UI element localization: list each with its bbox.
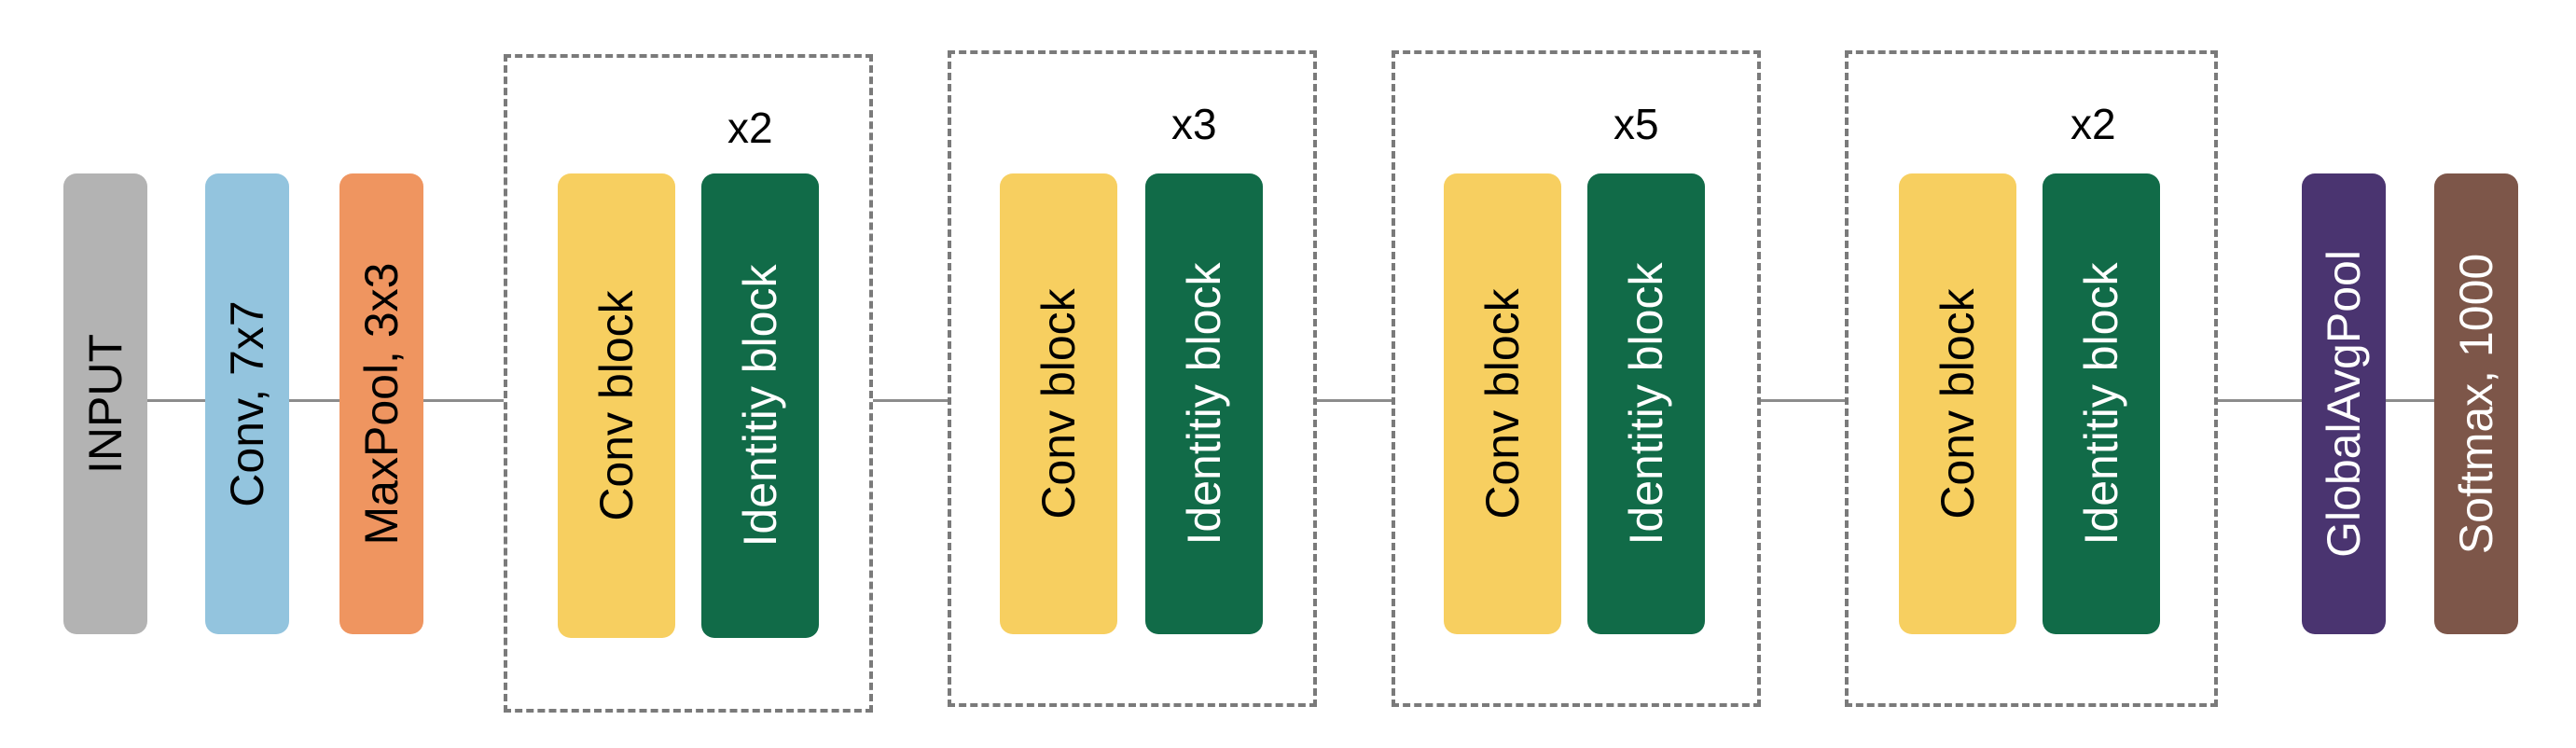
stage-group-4 <box>1845 50 2218 707</box>
stage-group-3 <box>1392 50 1761 707</box>
stage-1-conv-block: Conv block <box>558 173 675 638</box>
connector-input-conv <box>147 399 207 402</box>
stage-2-repeat-count: x3 <box>1171 100 1217 148</box>
stage-2-conv-block-label: Conv block <box>1032 288 1085 519</box>
globalavgpool-layer-label: GlobalAvgPool <box>2318 250 2370 558</box>
stage-4-identity-block: Identitiy block <box>2043 173 2160 634</box>
stage-4-repeat-count: x2 <box>2070 100 2116 148</box>
stage-4-conv-block: Conv block <box>1899 173 2016 634</box>
conv7x7-layer: Conv, 7x7 <box>205 173 289 634</box>
maxpool-layer-label: MaxPool, 3x3 <box>355 262 408 546</box>
connector-group1-group2 <box>873 399 948 402</box>
stage-2-identity-block-label: Identitiy block <box>1178 262 1230 546</box>
softmax-layer: Softmax, 1000 <box>2434 173 2518 634</box>
connector-globalavgpool-softmax <box>2384 399 2434 402</box>
conv7x7-layer-label: Conv, 7x7 <box>221 300 273 507</box>
stage-3-repeat-count: x5 <box>1613 100 1659 148</box>
stage-4-conv-block-label: Conv block <box>1932 288 1984 519</box>
connector-conv-maxpool <box>287 399 339 402</box>
connector-group2-group3 <box>1317 399 1392 402</box>
globalavgpool-layer: GlobalAvgPool <box>2302 173 2386 634</box>
maxpool-layer: MaxPool, 3x3 <box>339 173 423 634</box>
stage-group-2 <box>948 50 1317 707</box>
stage-3-identity-block-label: Identitiy block <box>1620 262 1672 546</box>
stage-1-conv-block-label: Conv block <box>590 290 643 521</box>
connector-group4-globalavgpool <box>2218 399 2302 402</box>
input-layer-label: INPUT <box>79 334 132 474</box>
stage-4-identity-block-label: Identitiy block <box>2075 262 2127 546</box>
stage-1-identity-block-label: Identitiy block <box>734 264 786 547</box>
stage-group-1 <box>504 54 873 713</box>
connector-maxpool-group1 <box>423 399 504 402</box>
stage-2-conv-block: Conv block <box>1000 173 1117 634</box>
stage-1-repeat-count: x2 <box>727 104 773 152</box>
softmax-layer-label: Softmax, 1000 <box>2450 253 2502 555</box>
stage-3-identity-block: Identitiy block <box>1587 173 1705 634</box>
connector-group3-group4 <box>1761 399 1845 402</box>
stage-1-identity-block: Identitiy block <box>701 173 819 638</box>
stage-3-conv-block-label: Conv block <box>1476 288 1529 519</box>
stage-2-identity-block: Identitiy block <box>1145 173 1263 634</box>
stage-3-conv-block: Conv block <box>1444 173 1561 634</box>
input-layer: INPUT <box>63 173 147 634</box>
